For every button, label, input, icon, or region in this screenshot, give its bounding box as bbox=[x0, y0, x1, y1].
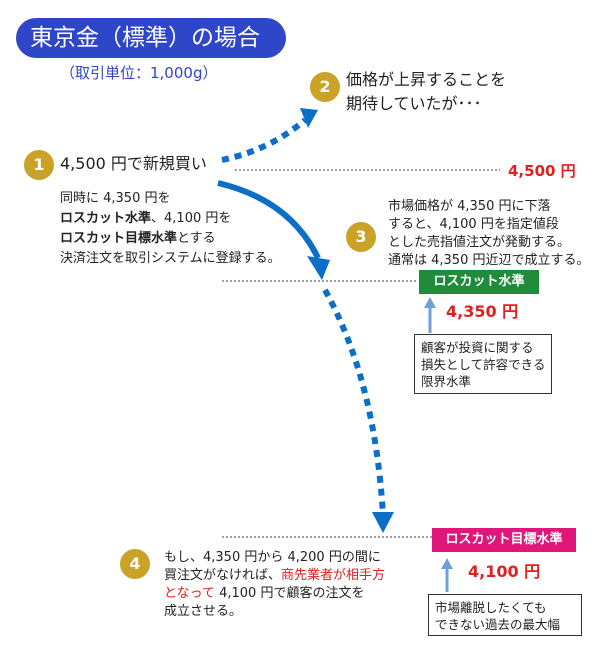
step-badge-4: 4 bbox=[120, 549, 150, 579]
registration-line3: ロスカット目標水準とする bbox=[60, 230, 216, 248]
up-arrow-2-head bbox=[441, 558, 453, 569]
step4-line2-b: 商先業者が相手方 bbox=[281, 568, 386, 583]
note-tolerance-line2: 損失として許容できる bbox=[421, 357, 546, 372]
note-max-range-line1: 市場離脱したくても bbox=[435, 600, 547, 615]
step4-line3-b: 4,100 円で顧客の注文を bbox=[214, 586, 365, 601]
note-tolerance-line3: 限界水準 bbox=[421, 374, 472, 389]
registration-line2: ロスカット水準、4,100 円を bbox=[60, 210, 231, 228]
arrow-drop-solid bbox=[217, 180, 321, 260]
registration-losscut-target: ロスカット目標水準 bbox=[60, 231, 178, 246]
step4-line3-a: となって bbox=[164, 586, 215, 601]
price-4500: 4,500 円 bbox=[508, 162, 576, 180]
step3-line2: すると、4,100 円を指定値段 bbox=[388, 217, 559, 232]
note-max-range-line2: できない過去の最大幅 bbox=[435, 617, 561, 632]
step-badge-1: 1 bbox=[24, 150, 54, 180]
step3-line3: とした売指値注文が発動する。 bbox=[388, 235, 571, 250]
step-badge-2: 2 bbox=[310, 72, 340, 102]
step4-line2: 買注文がなければ、商先業者が相手方 bbox=[164, 567, 385, 585]
registration-line2-rest: 、4,100 円を bbox=[151, 211, 232, 226]
price-4100: 4,100 円 bbox=[468, 562, 541, 581]
price-4350: 4,350 円 bbox=[446, 302, 519, 321]
step4-line3: となって 4,100 円で顧客の注文を bbox=[164, 585, 364, 603]
step4-line2-a: 買注文がなければ、 bbox=[164, 568, 282, 583]
step4-line1: もし、4,350 円から 4,200 円の間に bbox=[164, 550, 381, 565]
page-title: 東京金（標準）の場合 bbox=[16, 18, 286, 58]
step3-line4: 通常は 4,350 円近辺で成立する。 bbox=[388, 253, 590, 268]
step1-text: 4,500 円で新規買い bbox=[60, 154, 207, 173]
step4-line4: 成立させる。 bbox=[164, 604, 243, 619]
note-tolerance: 顧客が投資に関する 損失として許容できる 限界水準 bbox=[414, 334, 552, 394]
arrow-drop-dotted-head bbox=[372, 512, 394, 533]
arrow-drop-dotted bbox=[322, 288, 386, 516]
step2-line1: 価格が上昇することを bbox=[346, 70, 507, 89]
step2-line2: 期待していたが･･･ bbox=[346, 94, 482, 113]
note-max-range: 市場離脱したくても できない過去の最大幅 bbox=[428, 594, 582, 636]
page-subtitle: （取引単位：1,000g） bbox=[60, 64, 218, 82]
step3-line1: 市場価格が 4,350 円に下落 bbox=[388, 199, 551, 214]
registration-losscut: ロスカット水準 bbox=[60, 211, 152, 226]
note-tolerance-line1: 顧客が投資に関する bbox=[421, 340, 534, 355]
registration-line3-rest: とする bbox=[177, 231, 216, 246]
arrow-drop-solid-head bbox=[307, 256, 330, 280]
arrow-expectation bbox=[221, 117, 307, 163]
arrow-expectation-head bbox=[300, 108, 318, 128]
up-arrow-1-head bbox=[424, 297, 436, 308]
losscut-target-label: ロスカット目標水準 bbox=[432, 528, 576, 552]
registration-line1: 同時に 4,350 円を bbox=[60, 191, 171, 206]
losscut-label: ロスカット水準 bbox=[419, 270, 539, 294]
registration-line4: 決済注文を取引システムに登録する。 bbox=[60, 251, 281, 266]
step-badge-3: 3 bbox=[346, 222, 376, 252]
